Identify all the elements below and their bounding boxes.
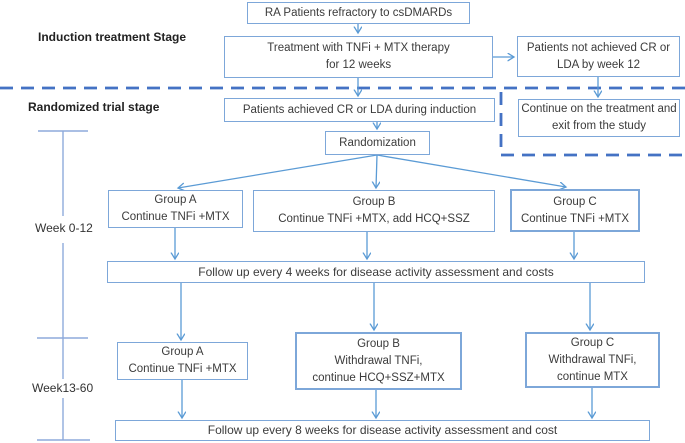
followup-8-weeks-bar: Follow up every 8 weeks for disease acti…	[115, 420, 650, 441]
group-a-week13-60-box: Group A Continue TNFi +MTX	[117, 342, 248, 380]
timeline-bracket	[37, 130, 90, 441]
group-c2-title: Group C	[570, 336, 615, 349]
group-b-week0-12-box: Group B Continue TNFi +MTX, add HCQ+SSZ	[253, 190, 495, 232]
group-c-week0-12-box: Group C Continue TNFi +MTX	[510, 189, 640, 232]
group-b2-line3: continue HCQ+SSZ+MTX	[312, 371, 445, 384]
flow-arrows	[175, 24, 598, 418]
group-a2-title: Group A	[161, 346, 204, 358]
achieved-cr-lda-box: Patients achieved CR or LDA during induc…	[224, 98, 495, 122]
followup-8-weeks-text: Follow up every 8 weeks for disease acti…	[207, 423, 558, 437]
group-b2-title: Group B	[357, 337, 400, 350]
randomized-stage-label: Randomized trial stage	[28, 100, 160, 114]
group-c2-line2: Withdrawal TNFi,	[548, 353, 637, 366]
exit-region-dashed-border	[499, 92, 685, 157]
group-b-week13-60-box: Group B Withdrawal TNFi, continue HCQ+SS…	[295, 332, 462, 390]
group-b1-title: Group B	[352, 196, 396, 208]
group-a-week0-12-box: Group A Continue TNFi +MTX	[108, 190, 243, 228]
ra-patients-text: RA Patients refractory to csDMARDs	[264, 6, 453, 19]
group-a1-line2: Continue TNFi +MTX	[121, 211, 230, 223]
ra-patients-box: RA Patients refractory to csDMARDs	[247, 2, 470, 24]
group-c-week13-60-box: Group C Withdrawal TNFi, continue MTX	[525, 332, 660, 388]
induction-stage-label: Induction treatment Stage	[38, 30, 187, 44]
followup-4-weeks-bar: Follow up every 4 weeks for disease acti…	[107, 261, 645, 283]
not-achieved-box: Patients not achieved CR or LDA by week …	[517, 36, 680, 77]
achieved-cr-lda-text: Patients achieved CR or LDA during induc…	[242, 103, 477, 116]
treatment-line1: Treatment with TNFi + MTX therapy	[267, 42, 450, 54]
group-b2-line2: Withdrawal TNFi,	[334, 354, 423, 367]
randomization-box: Randomization	[325, 131, 430, 155]
group-b1-line2: Continue TNFi +MTX, add HCQ+SSZ	[278, 213, 470, 225]
group-c2-line3: continue MTX	[557, 370, 628, 383]
week-0-12-label: Week 0-12	[35, 221, 93, 235]
followup-4-weeks-text: Follow up every 4 weeks for disease acti…	[198, 264, 554, 279]
group-c1-line2: Continue TNFi +MTX	[520, 212, 630, 225]
group-a1-title: Group A	[154, 194, 197, 206]
group-c1-title: Group C	[553, 195, 597, 208]
not-achieved-text: Patients not achieved CR or LDA by week …	[526, 41, 671, 71]
week-13-60-label: Week13-60	[32, 381, 94, 395]
group-a2-line2: Continue TNFi +MTX	[128, 363, 237, 375]
continue-exit-text: Continue on the treatment and exit from …	[521, 103, 677, 132]
treatment-box: Treatment with TNFi + MTX therapy for 12…	[224, 36, 493, 78]
randomization-text: Randomization	[339, 136, 416, 149]
treatment-line2: for 12 weeks	[325, 59, 392, 71]
continue-exit-box: Continue on the treatment and exit from …	[518, 99, 680, 137]
